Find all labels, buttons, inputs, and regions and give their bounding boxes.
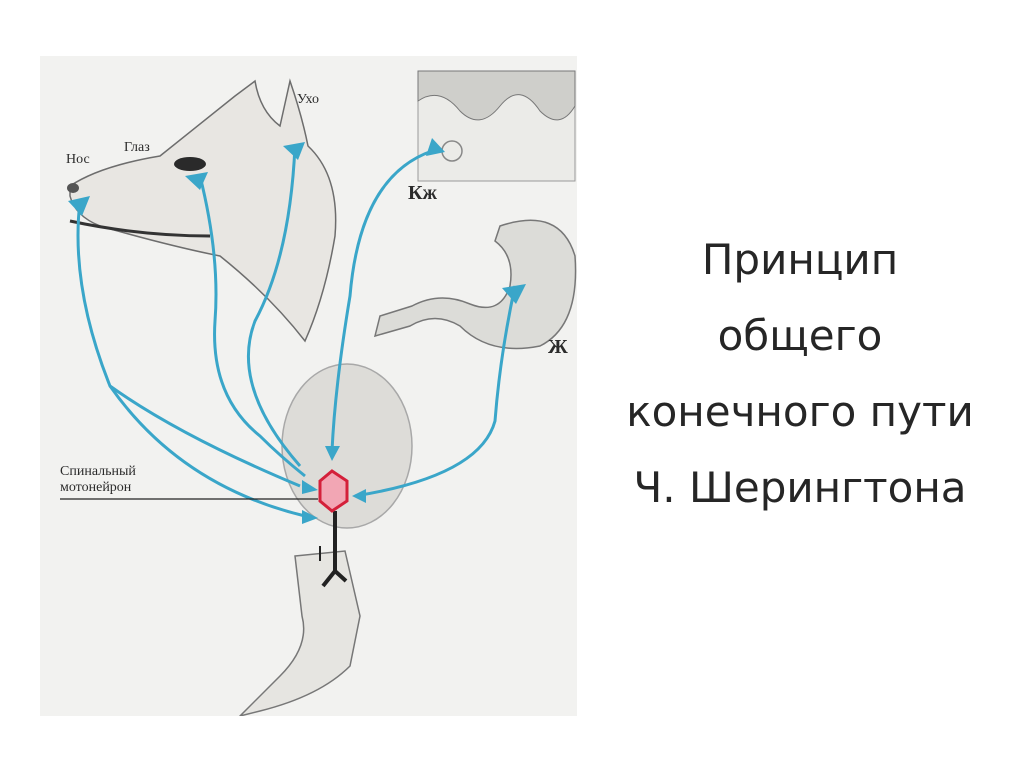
label-neuron-line2: мотонейрон <box>60 480 132 495</box>
leg <box>238 550 361 716</box>
pathway-ear <box>247 145 302 467</box>
label-nose: Нос <box>66 152 90 167</box>
pathway-eye <box>198 175 306 478</box>
arrowheads <box>68 138 526 524</box>
title-line-4: Ч. Шерингтона <box>633 463 967 512</box>
motor-axon <box>321 511 348 588</box>
spinal-cord <box>281 363 413 529</box>
pathway-nose-branch <box>108 385 306 518</box>
stomach <box>373 219 577 350</box>
slide-title: Принцип общего конечного пути Ч. Шерингт… <box>585 222 1015 526</box>
dog-head <box>67 78 337 343</box>
label-ear: Ухо <box>297 92 319 107</box>
title-line-1: Принцип <box>701 235 899 284</box>
reflex-diagram: Нос Глаз Ухо Кж Ж Спинальный мотонейрон <box>40 56 577 716</box>
label-eye: Глаз <box>124 140 150 155</box>
pathway-skin <box>330 149 433 452</box>
afferent-pathways <box>76 145 517 518</box>
title-line-2: общего <box>717 311 883 360</box>
label-stomach: Ж <box>548 336 568 358</box>
label-skin: Кж <box>408 182 438 204</box>
pathway-stomach <box>354 285 517 498</box>
title-line-3: конечного пути <box>626 387 974 436</box>
neuron-body <box>318 469 349 513</box>
diagram-drawing <box>60 70 577 716</box>
label-neuron-line1: Спинальный <box>60 464 136 479</box>
skin-tissue <box>417 70 576 182</box>
